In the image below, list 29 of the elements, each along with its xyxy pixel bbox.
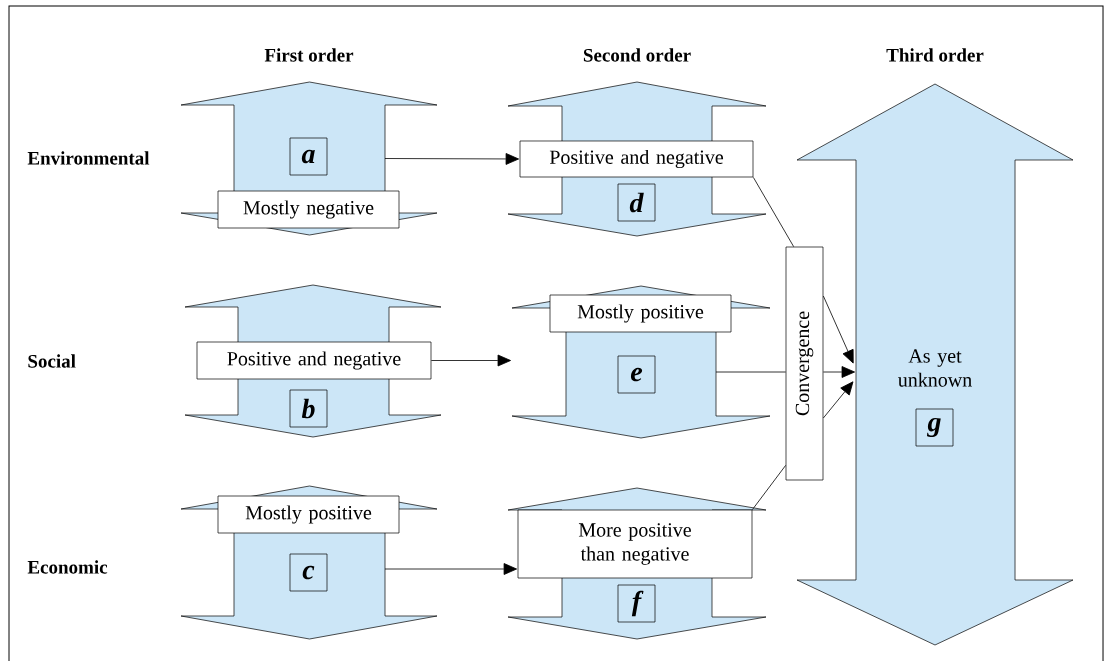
- row-label: Social: [28, 354, 76, 368]
- connector-line: [715, 371, 787, 373]
- connector-line: [751, 464, 787, 511]
- letter-box: a: [289, 137, 328, 176]
- letter-box: g: [915, 408, 954, 447]
- text-box: Mostly positive: [217, 495, 400, 534]
- letter-box: b: [289, 389, 328, 428]
- column-heading: Second order: [583, 48, 691, 62]
- row-label: Environmental: [27, 151, 150, 165]
- arrow: [822, 366, 855, 378]
- text-box: Mostly negative: [217, 190, 400, 229]
- letter-box: e: [617, 355, 656, 394]
- text-box: Positive and negative: [519, 140, 754, 178]
- arrow: [822, 295, 854, 364]
- text-box: Positive and negative: [196, 341, 432, 380]
- arrow: [822, 381, 854, 419]
- arrow: [384, 153, 520, 165]
- text-box: Mostly positive: [549, 294, 732, 333]
- text-box: More positive than negative: [517, 509, 753, 579]
- letter-box: f: [617, 584, 656, 623]
- column-heading: Third order: [886, 48, 984, 62]
- row-label: Economic: [27, 560, 108, 574]
- column-heading: First order: [264, 48, 354, 62]
- arrow: [384, 563, 518, 575]
- letter-box: c: [289, 553, 328, 592]
- connector-line: [752, 176, 795, 248]
- arrow: [430, 354, 511, 367]
- text-box: Convergence: [785, 246, 824, 481]
- letter-box: d: [617, 183, 656, 222]
